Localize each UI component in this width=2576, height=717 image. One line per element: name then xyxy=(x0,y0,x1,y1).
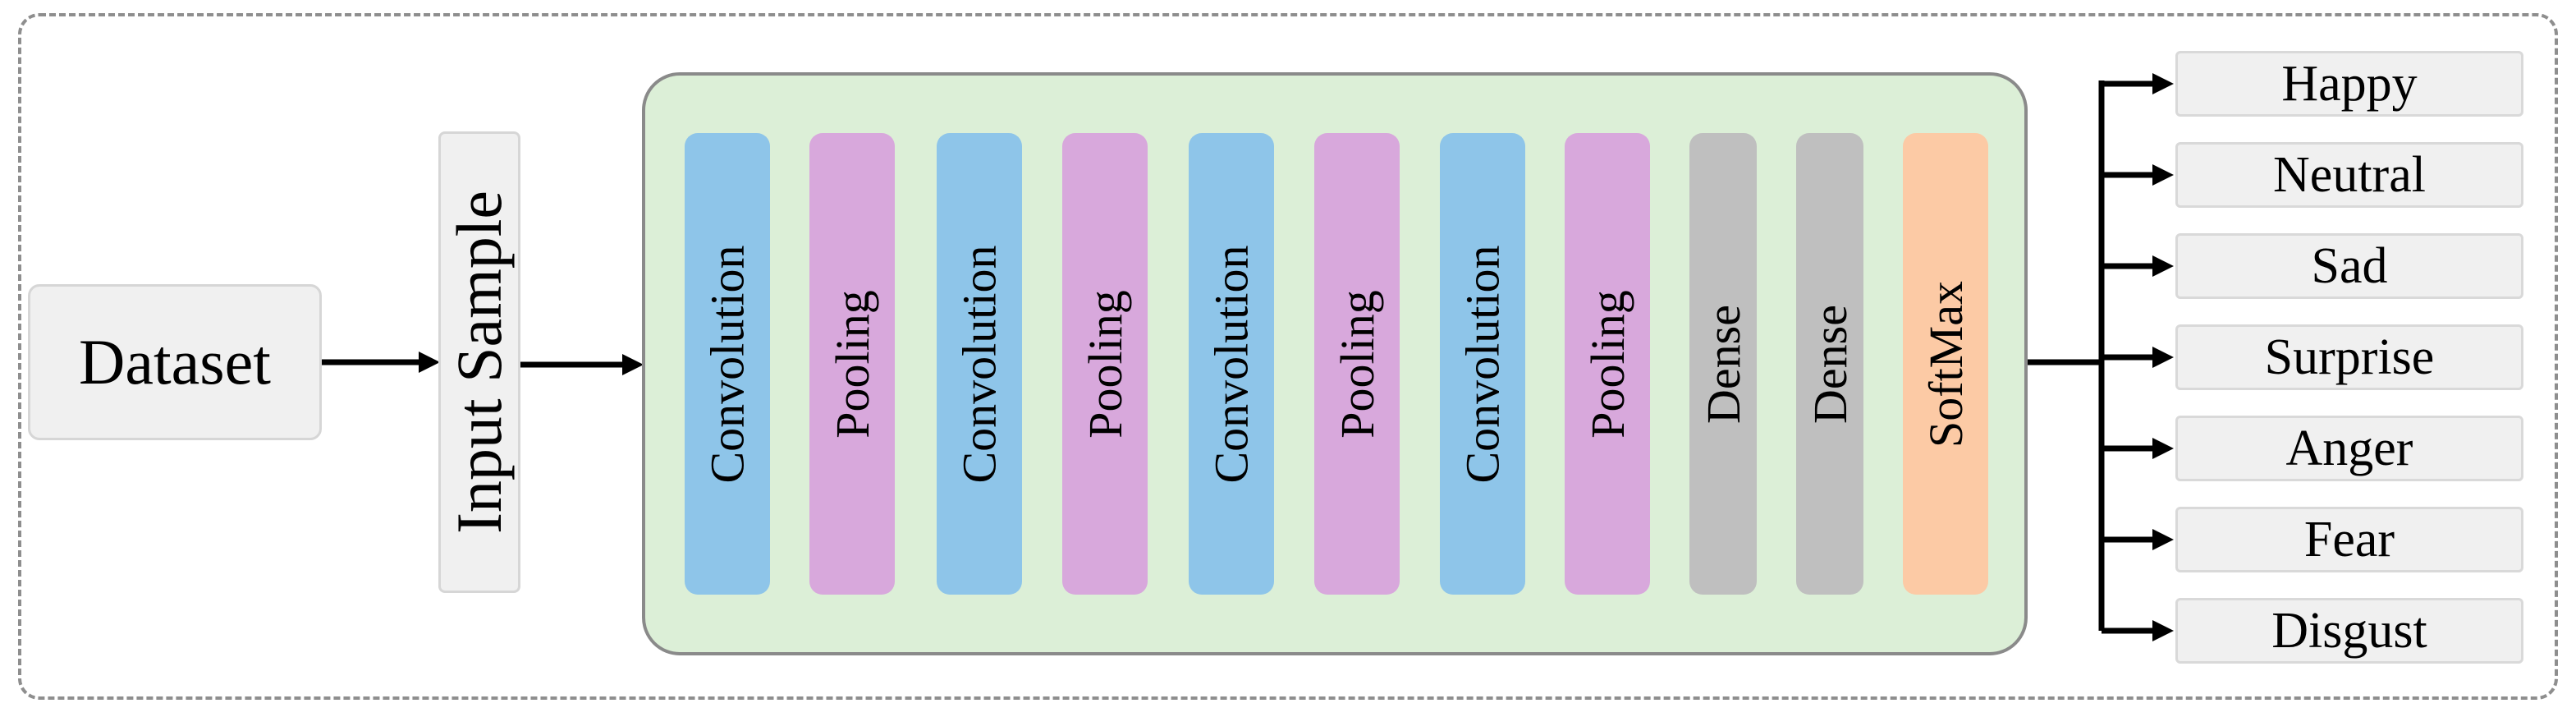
layer-label: SoftMax xyxy=(1918,280,1973,448)
output-anger: Anger xyxy=(2175,416,2523,481)
layer-softmax: SoftMax xyxy=(1903,133,1988,595)
layer-convolution-4: Convolution xyxy=(1440,133,1525,595)
layer-convolution-2: Convolution xyxy=(937,133,1022,595)
layer-label: Pooling xyxy=(1330,289,1384,439)
branch-arrowhead-5 xyxy=(2152,438,2174,459)
layer-dense-2: Dense xyxy=(1796,133,1863,595)
output-neutral: Neutral xyxy=(2175,142,2523,208)
output-label: Anger xyxy=(2285,420,2413,476)
layer-label: Pooling xyxy=(825,289,879,439)
layer-label: Pooling xyxy=(1078,289,1132,439)
layer-label: Dense xyxy=(1803,304,1857,424)
output-label: Fear xyxy=(2303,511,2395,568)
layer-label: Convolution xyxy=(952,244,1006,484)
layer-pooling-3: Pooling xyxy=(1314,133,1400,595)
layer-label: Dense xyxy=(1696,304,1750,424)
output-fear: Fear xyxy=(2175,507,2523,572)
output-label: Surprise xyxy=(2264,329,2435,385)
dataset-node: Dataset xyxy=(28,284,322,440)
layer-label: Convolution xyxy=(1455,244,1510,484)
branch-arrowhead-3 xyxy=(2152,255,2174,277)
layer-convolution-3: Convolution xyxy=(1189,133,1274,595)
layer-label: Convolution xyxy=(700,244,754,484)
layer-convolution-1: Convolution xyxy=(685,133,770,595)
input-sample-node: Input Sample xyxy=(438,131,520,593)
arrowhead-input-to-cnn xyxy=(622,354,644,375)
output-disgust: Disgust xyxy=(2175,598,2523,664)
branch-arrowhead-2 xyxy=(2152,164,2174,186)
layer-dense-1: Dense xyxy=(1689,133,1757,595)
output-happy: Happy xyxy=(2175,51,2523,117)
output-label: Neutral xyxy=(2273,146,2426,203)
output-label: Sad xyxy=(2311,237,2388,294)
layer-label: Convolution xyxy=(1204,244,1258,484)
arrowhead-dataset-to-input xyxy=(419,352,440,373)
branch-arrowhead-6 xyxy=(2152,529,2174,550)
layer-label: Pooling xyxy=(1580,289,1634,439)
output-branch-arrows xyxy=(2102,73,2174,641)
diagram-frame xyxy=(18,13,2558,700)
output-label: Disgust xyxy=(2271,602,2427,659)
branch-arrowhead-7 xyxy=(2152,620,2174,641)
output-label: Happy xyxy=(2281,55,2418,112)
layer-pooling-2: Pooling xyxy=(1062,133,1148,595)
layer-pooling-1: Pooling xyxy=(809,133,895,595)
branch-arrowhead-1 xyxy=(2152,73,2174,94)
branch-arrowhead-4 xyxy=(2152,347,2174,368)
input-sample-label: Input Sample xyxy=(443,190,516,535)
dataset-label: Dataset xyxy=(79,326,271,398)
layer-pooling-4: Pooling xyxy=(1565,133,1650,595)
output-sad: Sad xyxy=(2175,233,2523,299)
output-surprise: Surprise xyxy=(2175,324,2523,390)
